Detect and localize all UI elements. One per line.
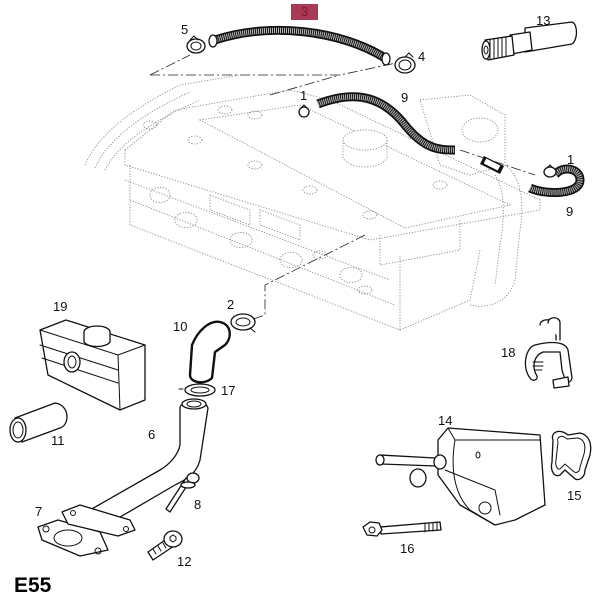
part-1-clamp-b[interactable]	[543, 164, 557, 178]
callout-9-right[interactable]: 9	[566, 204, 574, 219]
part-13-connector[interactable]	[481, 21, 578, 61]
part-16-bolt[interactable]	[362, 521, 442, 537]
callout-3[interactable]: 3	[291, 4, 319, 20]
callout-1-right[interactable]: 1	[567, 152, 575, 167]
part-6-pipe[interactable]	[84, 398, 209, 531]
part-2-clamp[interactable]	[230, 313, 256, 333]
callout-9-top[interactable]: 9	[401, 90, 409, 105]
callout-14[interactable]: 14	[438, 413, 453, 428]
callout-12[interactable]: 12	[177, 554, 192, 569]
part-5-clamp[interactable]	[186, 35, 206, 54]
part-18-clip[interactable]	[524, 317, 573, 389]
part-1-clamp-a[interactable]	[298, 104, 310, 118]
part-8-bolt[interactable]	[165, 472, 200, 513]
part-3-hose[interactable]	[208, 25, 391, 66]
part-12-bolt[interactable]	[147, 530, 183, 561]
part-17-clamp[interactable]	[178, 383, 216, 397]
part-15-gasket[interactable]	[550, 430, 592, 481]
callout-19[interactable]: 19	[53, 299, 68, 314]
part-9-hose-b[interactable]	[528, 164, 585, 197]
callout-6[interactable]: 6	[148, 427, 156, 442]
callout-1-top[interactable]: 1	[300, 88, 308, 103]
diagram-sheet-code: E55	[14, 574, 52, 597]
part-14-separator[interactable]	[375, 427, 546, 526]
callout-2[interactable]: 2	[227, 297, 235, 312]
callout-7[interactable]: 7	[35, 504, 43, 519]
part-11-sleeve[interactable]	[9, 402, 68, 443]
callout-15[interactable]: 15	[567, 488, 582, 503]
part-19-housing[interactable]	[39, 319, 146, 411]
part-9-hose-a[interactable]	[316, 92, 456, 155]
hose-connector[interactable]	[479, 155, 505, 175]
callout-10[interactable]: 10	[173, 319, 188, 334]
callout-5[interactable]: 5	[181, 22, 189, 37]
callout-18[interactable]: 18	[501, 345, 516, 360]
callout-8[interactable]: 8	[194, 497, 202, 512]
callout-17[interactable]: 17	[221, 383, 236, 398]
part-4-clamp[interactable]	[394, 52, 416, 74]
part-10-elbow[interactable]	[188, 320, 231, 384]
callout-4[interactable]: 4	[418, 49, 426, 64]
callout-11[interactable]: 11	[51, 433, 65, 448]
callout-16[interactable]: 16	[400, 541, 415, 556]
engine-block-ghost	[84, 74, 541, 331]
callout-13[interactable]: 13	[536, 13, 551, 28]
part-7-flange[interactable]	[37, 504, 136, 557]
